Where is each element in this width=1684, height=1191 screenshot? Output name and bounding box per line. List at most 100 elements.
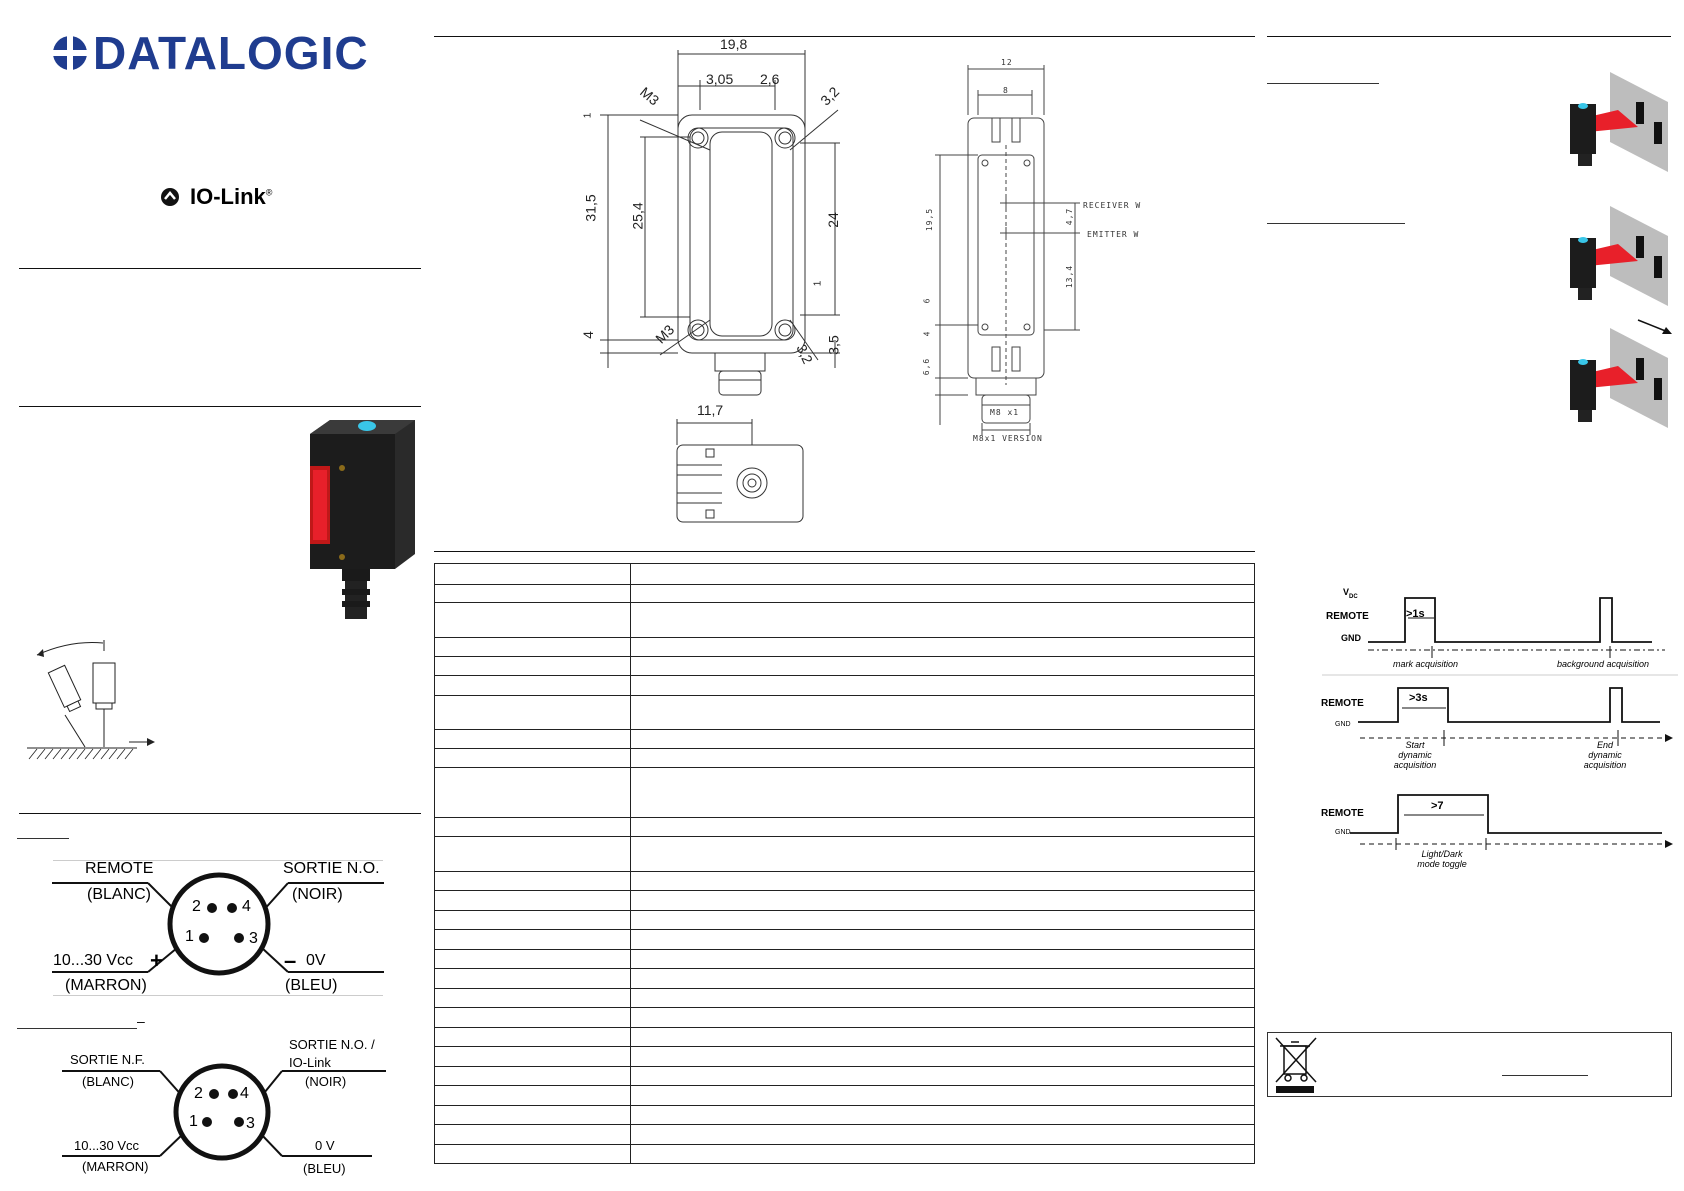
weee-bin-icon <box>1275 1037 1317 1093</box>
timing-toggle-l2: mode toggle <box>1417 859 1467 869</box>
table-row <box>434 767 1255 818</box>
datalogic-logo-mark <box>53 36 87 70</box>
c2-supply-color: (MARRON) <box>82 1159 149 1174</box>
c2-ground: 0 V <box>315 1138 335 1153</box>
dim-31-5: 31,5 <box>582 194 599 222</box>
divider-left-2 <box>19 406 421 407</box>
timing-end-l3: acquisition <box>1583 760 1627 770</box>
emitter-label: EMITTER W <box>1087 230 1140 239</box>
timing-remote-2: REMOTE <box>1321 698 1364 709</box>
connector2-diagram <box>62 1063 386 1161</box>
table-row <box>434 1144 1255 1164</box>
table-row <box>434 929 1255 950</box>
weee-link-underline <box>1502 1075 1588 1076</box>
c2-no-line1: SORTIE N.O. / <box>289 1037 375 1052</box>
weee-box <box>1267 1032 1672 1097</box>
connector1-diagram <box>52 872 384 976</box>
table-row <box>434 656 1255 676</box>
table-row <box>434 1046 1255 1067</box>
c2-pin-2: 2 <box>194 1085 203 1102</box>
table-row <box>434 748 1255 768</box>
timing-gnd-2: GND <box>1335 721 1351 728</box>
timing-diagrams <box>1322 597 1678 850</box>
table-row <box>434 968 1255 989</box>
side-dim-m8: M8 x1 <box>990 408 1020 417</box>
dim-3-05: 3,05 <box>706 71 734 87</box>
c2-ground-color: (BLEU) <box>303 1161 346 1176</box>
setup-illustration-2 <box>1570 206 1668 306</box>
side-dim-6: 6 <box>922 297 932 304</box>
version-label: M8x1 VERSION <box>973 434 1043 443</box>
table-row <box>434 1105 1255 1125</box>
side-dim-12: 12 <box>1001 58 1013 67</box>
timing-toggle: Light/Dark mode toggle <box>1412 849 1472 869</box>
setup-illustration-3 <box>1570 319 1672 428</box>
side-view-drawing <box>935 65 1080 435</box>
table-row <box>434 910 1255 930</box>
connector2-heading-underline <box>17 1028 137 1029</box>
c1-supply-sign: + <box>150 948 163 973</box>
timing-pulse-1: >1s <box>1406 608 1425 620</box>
timing-start-l2: dynamic <box>1398 750 1432 760</box>
c1-pin-1: 1 <box>185 928 194 945</box>
front-view-drawing <box>600 50 840 396</box>
table-row <box>434 729 1255 749</box>
setup-illustration-1 <box>1570 72 1668 172</box>
c1-pin-2: 2 <box>192 898 201 915</box>
dim-25-4: 25,4 <box>629 202 646 230</box>
timing-end-l2: dynamic <box>1588 750 1622 760</box>
timing-start: Start dynamic acquisition <box>1390 740 1440 770</box>
dim-1-top: 1 <box>582 112 594 119</box>
divider-right-top <box>1267 36 1671 37</box>
c1-supply: 10...30 Vcc <box>53 952 134 969</box>
divider-mid-top <box>434 36 1255 37</box>
c2-no-color: (NOIR) <box>305 1074 347 1089</box>
timing-pulse-2: >3s <box>1409 692 1428 704</box>
table-row <box>434 988 1255 1008</box>
c1-ground: 0V <box>306 952 326 969</box>
side-dim-19-5: 19,5 <box>925 207 935 232</box>
table-row <box>434 637 1255 657</box>
c2-pin-4: 4 <box>240 1085 249 1102</box>
connector1-rule-top <box>53 860 383 861</box>
table-row <box>434 949 1255 969</box>
timing-gnd-3: GND <box>1335 829 1351 836</box>
table-row <box>434 817 1255 837</box>
timing-remote-1: REMOTE <box>1326 611 1369 622</box>
table-row <box>434 695 1255 730</box>
dim-width: 19,8 <box>720 36 748 52</box>
table-row <box>434 836 1255 872</box>
c1-ground-color: (BLEU) <box>285 977 338 994</box>
connector1-rule-bottom <box>53 995 383 996</box>
timing-vdc-sub: DC <box>1349 593 1358 600</box>
timing-end: End dynamic acquisition <box>1580 740 1630 770</box>
side-dim-13-4: 13,4 <box>1065 264 1075 289</box>
side-dim-4-7: 4,7 <box>1065 207 1075 226</box>
table-row <box>434 890 1255 911</box>
dim-2-6: 2,6 <box>760 71 780 87</box>
divider-left-3 <box>19 813 421 814</box>
table-row <box>434 602 1255 638</box>
c2-supply: 10...30 Vcc <box>74 1138 140 1153</box>
timing-mark: mark acquisition <box>1393 659 1459 669</box>
c2-no-line2: IO-Link <box>289 1055 331 1070</box>
sensor-photo <box>310 420 415 619</box>
dim-1-right: 1 <box>812 280 824 287</box>
side-dim-8: 8 <box>1003 86 1009 95</box>
connector2-heading-mark: – <box>137 1013 145 1029</box>
connector1-heading-underline <box>17 838 69 839</box>
timing-vdc-v: V <box>1343 587 1350 597</box>
divider-left-1 <box>19 268 421 269</box>
table-row <box>434 1027 1255 1047</box>
dim-bottom: 11,7 <box>697 402 724 418</box>
table-row <box>434 1085 1255 1106</box>
spec-table <box>434 563 1255 1164</box>
timing-toggle-l1: Light/Dark <box>1421 849 1463 859</box>
iolink-icon <box>161 188 179 206</box>
dim-3-5: 3,5 <box>825 335 842 355</box>
timing-remote-3: REMOTE <box>1321 808 1364 819</box>
table-row <box>434 1066 1255 1086</box>
iolink-text: IO-Link <box>190 184 266 209</box>
divider-mid-table <box>434 551 1255 552</box>
c1-out-color: (NOIR) <box>292 886 343 903</box>
